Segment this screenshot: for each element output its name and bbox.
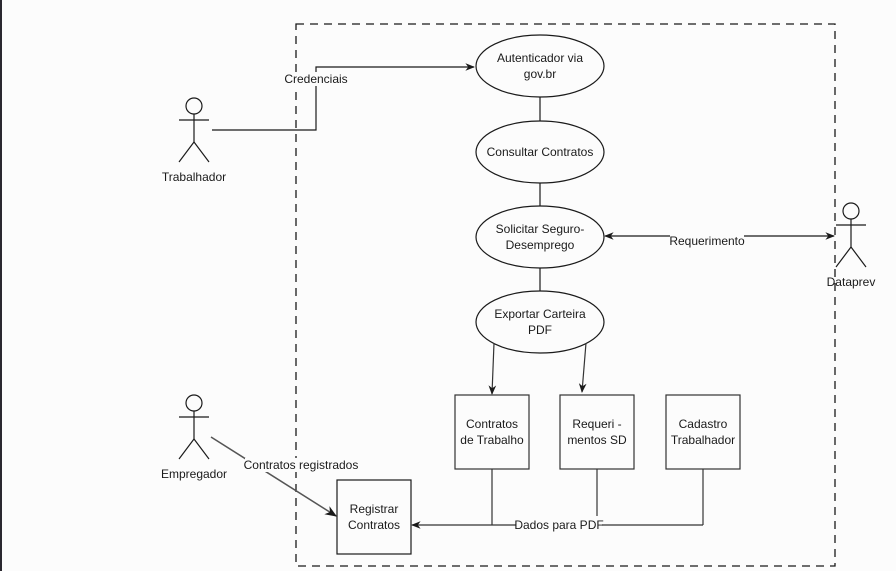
stick-figure-icon xyxy=(178,394,210,460)
store-label: de Trabalho xyxy=(460,433,524,447)
edge-contratos-registrados: Contratos registrados xyxy=(210,436,359,517)
use-case-label: Desemprego xyxy=(506,238,575,252)
edge-requerimento: Requerimento xyxy=(604,232,835,248)
use-case-exportar-carteira[interactable]: Exportar Carteira PDF xyxy=(475,290,605,354)
actor-label: Empregador xyxy=(161,467,227,481)
store-label: Trabalhador xyxy=(671,433,735,447)
edge-credenciais: Credenciais xyxy=(212,63,475,131)
use-case-label: Autenticador via xyxy=(497,51,583,65)
store-label: Requeri - xyxy=(572,417,621,431)
edge-label: Credenciais xyxy=(284,72,347,86)
edge-dados-pdf: Dados para PDF xyxy=(411,469,704,532)
store-contratos-trabalho[interactable]: Contratos de Trabalho xyxy=(454,394,530,470)
actor-dataprev[interactable]: Dataprev xyxy=(827,202,876,289)
store-cadastro-trabalhador[interactable]: Cadastro Trabalhador xyxy=(665,394,741,470)
store-label: mentos SD xyxy=(567,433,627,447)
store-label: Contratos xyxy=(348,518,400,532)
arrow-exportar-contratos xyxy=(488,342,497,395)
use-case-label: gov.br xyxy=(524,67,556,81)
edge-label: Contratos registrados xyxy=(244,458,359,472)
use-case-autenticador[interactable]: Autenticador via gov.br xyxy=(475,34,605,98)
store-label: Cadastro xyxy=(679,417,728,431)
store-requerimentos-sd[interactable]: Requeri - mentos SD xyxy=(559,394,635,470)
use-case-label: PDF xyxy=(528,323,552,337)
actor-empregador[interactable]: Empregador xyxy=(161,394,227,481)
use-case-label: Solicitar Seguro- xyxy=(496,222,585,236)
window-edge xyxy=(0,0,2,571)
edge-label: Dados para PDF xyxy=(514,518,603,532)
use-case-solicitar-seguro[interactable]: Solicitar Seguro- Desemprego xyxy=(475,205,605,269)
edge-label: Requerimento xyxy=(669,234,745,248)
stick-figure-icon xyxy=(835,202,867,268)
use-case-label: Consultar Contratos xyxy=(487,145,594,159)
use-case-consultar-contratos[interactable]: Consultar Contratos xyxy=(475,120,605,184)
store-label: Registrar xyxy=(350,502,399,516)
system-boundary xyxy=(295,23,836,567)
stick-figure-icon xyxy=(178,97,210,163)
actor-label: Trabalhador xyxy=(162,170,226,184)
arrow-exportar-requerimentos xyxy=(578,342,587,393)
actor-trabalhador[interactable]: Trabalhador xyxy=(162,97,226,184)
store-registrar-contratos[interactable]: Registrar Contratos xyxy=(336,479,412,555)
use-case-label: Exportar Carteira xyxy=(494,307,586,321)
actor-label: Dataprev xyxy=(827,275,876,289)
store-label: Contratos xyxy=(466,417,518,431)
